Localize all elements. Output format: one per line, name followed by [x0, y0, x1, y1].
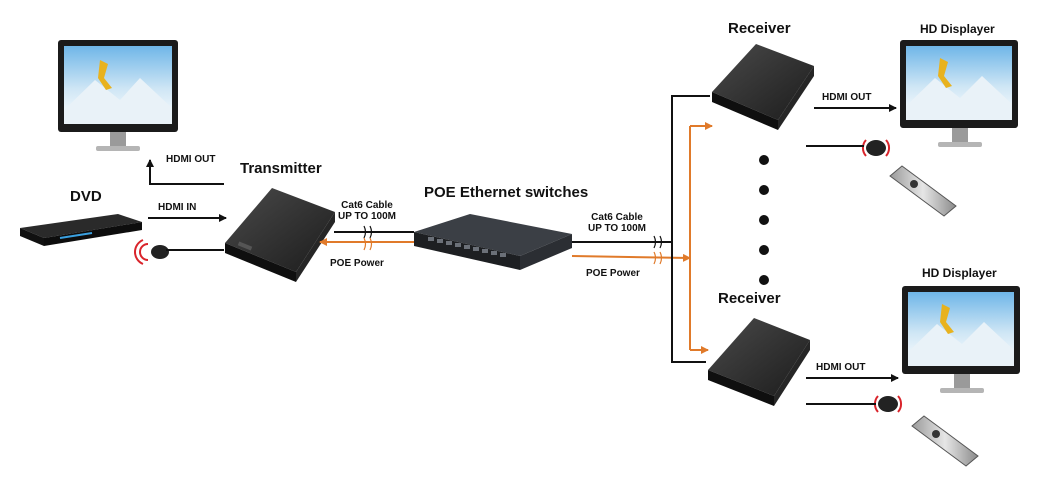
dvd-player-icon	[20, 214, 142, 246]
poe-power-right-label: POE Power	[586, 268, 640, 279]
receiver-box-icon	[712, 44, 814, 130]
ir-sensor-icon	[874, 395, 902, 413]
dvd-label: DVD	[70, 188, 102, 205]
ethernet-switch-icon	[414, 214, 572, 270]
cat6-right-line1: Cat6 Cable	[591, 212, 643, 223]
poe-switch-label: POE Ethernet switches	[424, 184, 589, 201]
more-receivers-dots	[759, 155, 769, 285]
monitor-icon	[902, 286, 1020, 393]
cat6-left-line1: Cat6 Cable	[341, 200, 393, 211]
hdmi-out-rx-top-label: HDMI OUT	[822, 92, 872, 103]
hdmi-in-label: HDMI IN	[158, 202, 197, 213]
cat6-left-label: Cat6 Cable UP TO 100M	[332, 200, 402, 222]
ir-sensor-icon	[134, 239, 224, 265]
transmitter-label: Transmitter	[240, 160, 322, 177]
hd-displayer-bottom-label: HD Displayer	[922, 266, 997, 280]
hdmi-out-rx-bottom-label: HDMI OUT	[816, 362, 866, 373]
monitor-icon	[900, 40, 1018, 147]
cat6-right-line2: UP TO 100M	[588, 223, 646, 234]
monitor-icon	[58, 40, 178, 151]
hd-displayer-top-label: HD Displayer	[920, 22, 995, 36]
cat6-left-line2: UP TO 100M	[338, 211, 396, 222]
remote-control-icon	[911, 415, 979, 467]
connection-lines	[146, 95, 899, 405]
cat6-right-label: Cat6 Cable UP TO 100M	[582, 212, 652, 234]
poe-power-left-label: POE Power	[330, 258, 384, 269]
transmitter-box-icon	[225, 188, 335, 282]
receiver-top-label: Receiver	[728, 20, 791, 37]
ir-sensor-icon	[862, 139, 890, 157]
remote-control-icon	[889, 165, 957, 217]
receiver-box-icon	[708, 318, 810, 406]
receiver-bottom-label: Receiver	[718, 290, 781, 307]
hdmi-out-tx-label: HDMI OUT	[166, 154, 216, 165]
